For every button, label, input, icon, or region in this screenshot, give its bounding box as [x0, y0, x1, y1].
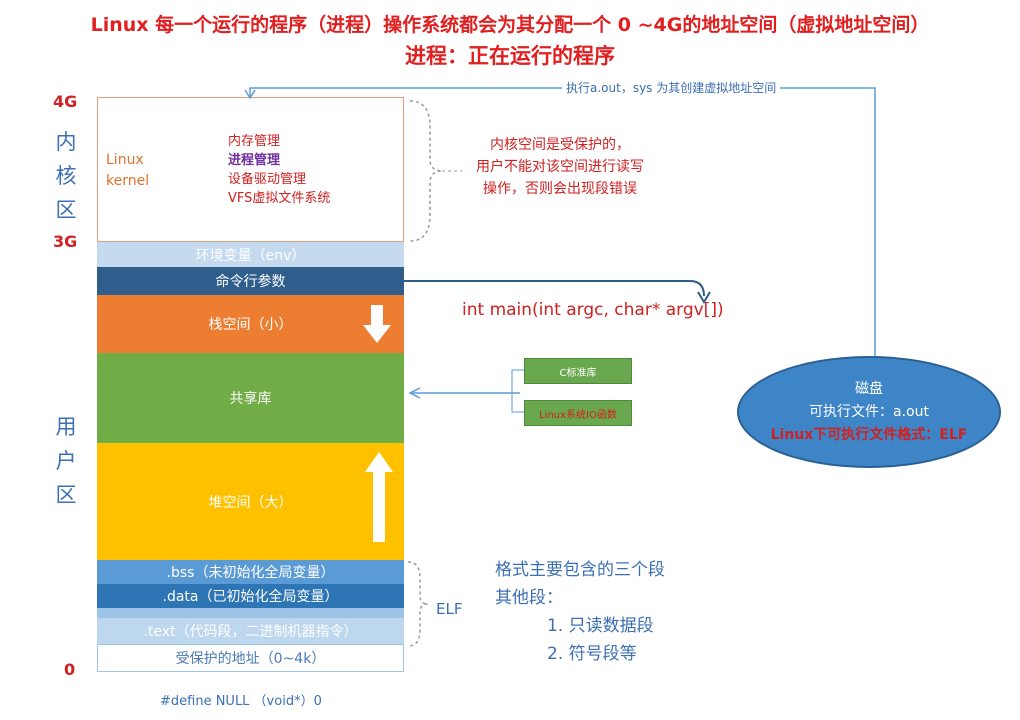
segment-data: .data（已初始化全局变量） [97, 584, 404, 608]
kernel-note-line2: 用户不能对该空间进行读写 [476, 159, 644, 175]
kernel-label: Linux kernel [106, 150, 149, 192]
null-define: #define NULL （void*）0 [160, 694, 322, 709]
disk: 磁盘 可执行文件：a.out Linux下可执行文件格式：ELF [737, 356, 1001, 468]
zone-user-label: 用户区 [54, 410, 78, 512]
disk-title: 磁盘 [855, 381, 883, 397]
elf-note-item2: 2. 符号段等 [547, 644, 637, 664]
title-line1: Linux 每一个运行的程序（进程）操作系统都会为其分配一个 0 ~4G的地址空… [90, 14, 930, 36]
address-3g: 3G [53, 232, 78, 251]
address-0: 0 [64, 660, 76, 679]
kernel-label-line2: kernel [106, 173, 150, 189]
segment-stack-label: 栈空间（小） [208, 317, 293, 333]
kernel-items: 内存管理 进程管理 设备驱动管理 VFS虚拟文件系统 [228, 132, 330, 208]
kernel-item-memory: 内存管理 [228, 134, 281, 149]
segment-protected: 受保护的地址（0~4k） [97, 644, 404, 672]
exec-note: 执行a.out，sys 为其创建虚拟地址空间 [562, 79, 781, 96]
kernel-space: Linux kernel 内存管理 进程管理 设备驱动管理 VFS虚拟文件系统 [97, 97, 404, 242]
segment-heap: 堆空间（大） [97, 443, 404, 560]
segment-other [97, 608, 404, 618]
kernel-item-device: 设备驱动管理 [228, 172, 307, 187]
elf-note-line2: 其他段： [495, 588, 563, 608]
kernel-brace [409, 100, 462, 242]
segment-shared: 共享库 [97, 353, 404, 443]
segment-bss: .bss（未初始化全局变量） [97, 560, 404, 584]
elf-notes: 格式主要包含的三个段 其他段： 1. 只读数据段 2. 符号段等 [495, 556, 665, 668]
elf-note-line1: 格式主要包含的三个段 [495, 560, 665, 580]
elf-brace [407, 561, 429, 647]
zone-kernel-label: 内核区 [54, 125, 78, 227]
lib-box-c-standard: C标准库 [524, 358, 632, 384]
elf-note-item1: 1. 只读数据段 [547, 616, 654, 636]
title-line2: 进程：正在运行的程序 [405, 44, 615, 68]
elf-label: ELF [436, 600, 463, 618]
kernel-note-line1: 内核空间是受保护的， [490, 137, 630, 153]
segment-heap-label: 堆空间（大） [208, 494, 293, 511]
segment-env: 环境变量（env） [97, 242, 404, 267]
disk-line2: Linux下可执行文件格式：ELF [770, 427, 968, 443]
segment-stack: 栈空间（小） [97, 295, 404, 353]
heap-up-arrow-icon [365, 452, 393, 542]
main-signature: int main(int argc, char* argv[]) [462, 300, 724, 320]
address-4g: 4G [53, 92, 78, 111]
segment-text: .text（代码段，二进制机器指令） [97, 618, 404, 644]
kernel-item-process: 进程管理 [228, 153, 281, 168]
zone-kernel-text: 内核区 [55, 130, 77, 222]
zone-user-text: 用户区 [55, 415, 77, 507]
kernel-item-vfs: VFS虚拟文件系统 [228, 191, 331, 206]
stack-down-arrow-icon [363, 305, 391, 343]
kernel-label-line1: Linux [106, 152, 144, 168]
segment-args: 命令行参数 [97, 267, 404, 295]
disk-line1: 可执行文件：a.out [809, 404, 929, 420]
kernel-note: 内核空间是受保护的， 用户不能对该空间进行读写 操作，否则会出现段错误 [455, 134, 665, 200]
kernel-note-line3: 操作，否则会出现段错误 [483, 181, 637, 197]
lib-box-linux-io: Linux系统IO函数 [524, 400, 632, 426]
